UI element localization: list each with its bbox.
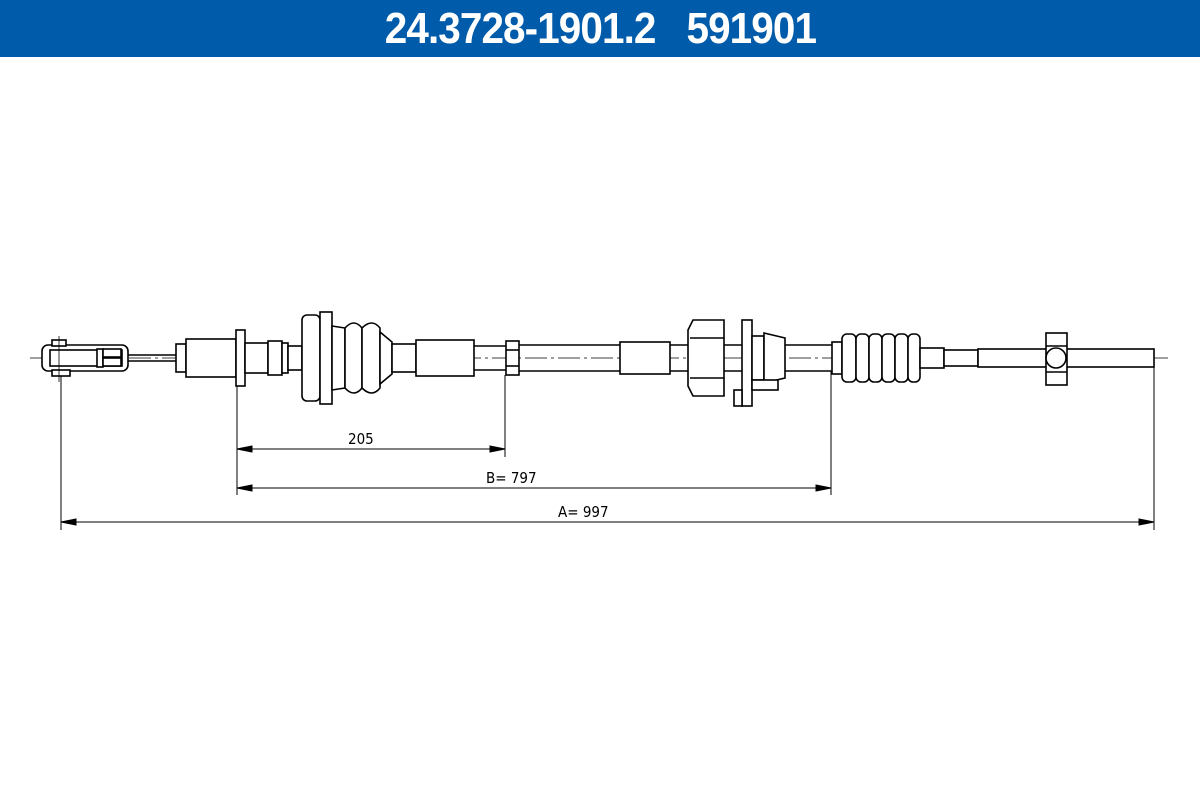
threaded-adjuster <box>619 319 832 407</box>
small-nut <box>505 340 520 376</box>
dim-a-label: A= 997 <box>558 503 609 521</box>
header-banner: 24.3728-1901.2 591901 <box>0 0 1200 57</box>
left-bellows-boot <box>301 311 417 405</box>
clevis-fork <box>41 336 129 382</box>
cable-sleeve <box>415 339 475 377</box>
dim-b-label: B= 797 <box>486 469 537 487</box>
right-end-rod <box>977 332 1155 386</box>
part-number-title: 24.3728-1901.2 591901 <box>384 3 816 54</box>
right-bellows-boot <box>831 333 979 383</box>
extension-lines <box>60 367 1155 530</box>
reference-number: 591901 <box>686 3 816 53</box>
left-end-fitting <box>175 329 303 387</box>
part-number: 24.3728-1901.2 <box>384 3 656 53</box>
dim-205-label: 205 <box>348 430 374 448</box>
dimension-lines <box>60 445 1155 526</box>
